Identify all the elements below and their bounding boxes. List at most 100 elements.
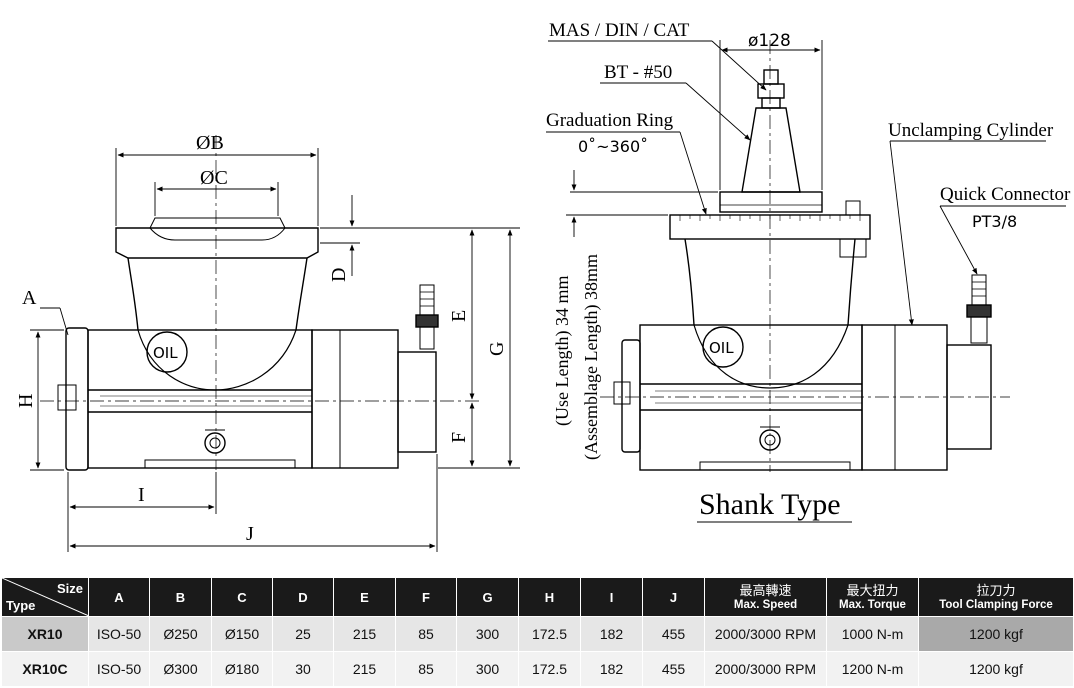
dim-label-j: J	[246, 523, 254, 545]
cell-h: 172.5	[518, 651, 581, 687]
label-assemblage-length: (Assemblage Length) 38mm	[581, 254, 602, 460]
cell-f: 85	[395, 616, 457, 652]
header-a: A	[88, 577, 150, 617]
header-max-speed-en: Max. Speed	[733, 598, 798, 611]
cell-clamp: 1200 kgf	[918, 616, 1074, 652]
cell-a: ISO-50	[88, 616, 150, 652]
corner-diagonal	[2, 578, 88, 616]
header-i: I	[580, 577, 643, 617]
right-dimensions	[546, 40, 1066, 326]
cell-b: Ø300	[149, 651, 212, 687]
left-flange	[115, 227, 319, 259]
header-h: H	[518, 577, 581, 617]
left-neck	[127, 257, 139, 331]
left-end-cap	[397, 351, 437, 453]
cell-g: 300	[456, 616, 519, 652]
header-e: E	[333, 577, 396, 617]
label-mas-din-cat: MAS / DIN / CAT	[549, 20, 690, 41]
cell-d: 25	[272, 616, 334, 652]
technical-drawing: ØB ØC D E F G H A I J OIL	[15, 20, 1071, 552]
right-view	[600, 40, 1010, 472]
header-max-torque-en: Max. Torque	[839, 598, 906, 611]
cell-b: Ø250	[149, 616, 212, 652]
right-sans-labels: ø128 0˚~360˚ PT3/8 OIL	[578, 31, 1017, 357]
dim-label-b: ØB	[196, 132, 224, 154]
right-labels: MAS / DIN / CAT BT - #50 Graduation Ring…	[546, 20, 1071, 460]
cell-a: ISO-50	[88, 651, 150, 687]
label-use-length: (Use Length) 34 mm	[552, 276, 573, 426]
cell-e: 215	[333, 616, 396, 652]
spec-table: Size Type A B C D E F G H I J 最高轉速 Max. …	[1, 577, 1074, 687]
right-oil-label: OIL	[709, 339, 734, 357]
cell-g: 300	[456, 651, 519, 687]
cell-speed: 2000/3000 RPM	[704, 616, 827, 652]
cell-clamp: 1200 kgf	[918, 651, 1074, 687]
table-row: XR10C ISO-50 Ø300 Ø180 30 215 85 300 172…	[1, 651, 1074, 687]
left-right-housing	[311, 329, 399, 469]
dim-label-a: A	[22, 287, 37, 309]
header-j: J	[642, 577, 705, 617]
left-dimensions	[30, 148, 520, 552]
dim-label-c: ØC	[200, 167, 228, 189]
left-oil-label: OIL	[153, 344, 178, 362]
cell-torque: 1200 N-m	[826, 651, 919, 687]
dim-label-d: D	[328, 268, 350, 282]
cell-type: XR10	[1, 616, 89, 652]
left-face-plate	[65, 327, 89, 471]
header-g: G	[456, 577, 519, 617]
dim-label-e: E	[448, 310, 470, 322]
header-d: D	[272, 577, 334, 617]
table-row: XR10 ISO-50 Ø250 Ø150 25 215 85 300 172.…	[1, 616, 1074, 652]
cell-torque: 1000 N-m	[826, 616, 919, 652]
left-dimension-labels: ØB ØC D E F G H A I J	[15, 132, 508, 545]
header-max-torque: 最大扭力 Max. Torque	[826, 577, 919, 617]
right-quick-connector	[971, 274, 987, 306]
cell-i: 182	[580, 651, 643, 687]
pull-stud	[763, 69, 779, 85]
label-shank-type: Shank Type	[699, 488, 841, 521]
label-dia128: ø128	[748, 31, 791, 51]
cell-f: 85	[395, 651, 457, 687]
cell-type: XR10C	[1, 651, 89, 687]
corner-header: Size Type	[1, 577, 89, 617]
right-body	[639, 324, 863, 471]
dim-label-h: H	[15, 394, 37, 408]
label-pt38: PT3/8	[972, 212, 1017, 231]
taper-flange	[719, 191, 823, 213]
corner-size-label: Size	[56, 581, 83, 596]
label-graduation-ring: Graduation Ring	[546, 110, 674, 131]
cell-speed: 2000/3000 RPM	[704, 651, 827, 687]
left-oil-window	[146, 331, 188, 373]
left-drain-plug	[204, 432, 226, 454]
right-end-cap	[946, 344, 992, 450]
bt50-taper	[741, 107, 801, 193]
label-quick-connector: Quick Connector	[940, 184, 1071, 205]
cell-j: 455	[642, 651, 705, 687]
label-unclamping-cylinder: Unclamping Cylinder	[888, 120, 1054, 141]
dim-label-g: G	[486, 342, 508, 356]
header-f: F	[395, 577, 457, 617]
header-clamping-force-zh: 拉刀力	[976, 582, 1016, 598]
dim-label-i: I	[138, 484, 145, 506]
label-angle-range: 0˚~360˚	[578, 137, 648, 156]
cell-c: Ø150	[211, 616, 273, 652]
header-max-speed-zh: 最高轉速	[739, 582, 792, 598]
header-clamping-force: 拉刀力 Tool Clamping Force	[918, 577, 1074, 617]
right-oil-window	[702, 326, 744, 368]
table-header-row: Size Type A B C D E F G H I J 最高轉速 Max. …	[1, 577, 1074, 617]
left-body	[87, 329, 313, 469]
unclamping-cylinder	[861, 324, 948, 471]
cell-j: 455	[642, 616, 705, 652]
cell-c: Ø180	[211, 651, 273, 687]
label-bt50: BT - #50	[604, 62, 672, 83]
cell-h: 172.5	[518, 616, 581, 652]
corner-type-label: Type	[6, 598, 36, 613]
header-max-speed: 最高轉速 Max. Speed	[704, 577, 827, 617]
header-c: C	[211, 577, 273, 617]
cell-i: 182	[580, 616, 643, 652]
header-b: B	[149, 577, 212, 617]
cell-d: 30	[272, 651, 334, 687]
header-clamping-force-en: Tool Clamping Force	[939, 598, 1053, 611]
cell-e: 215	[333, 651, 396, 687]
left-quick-connector	[419, 284, 435, 316]
